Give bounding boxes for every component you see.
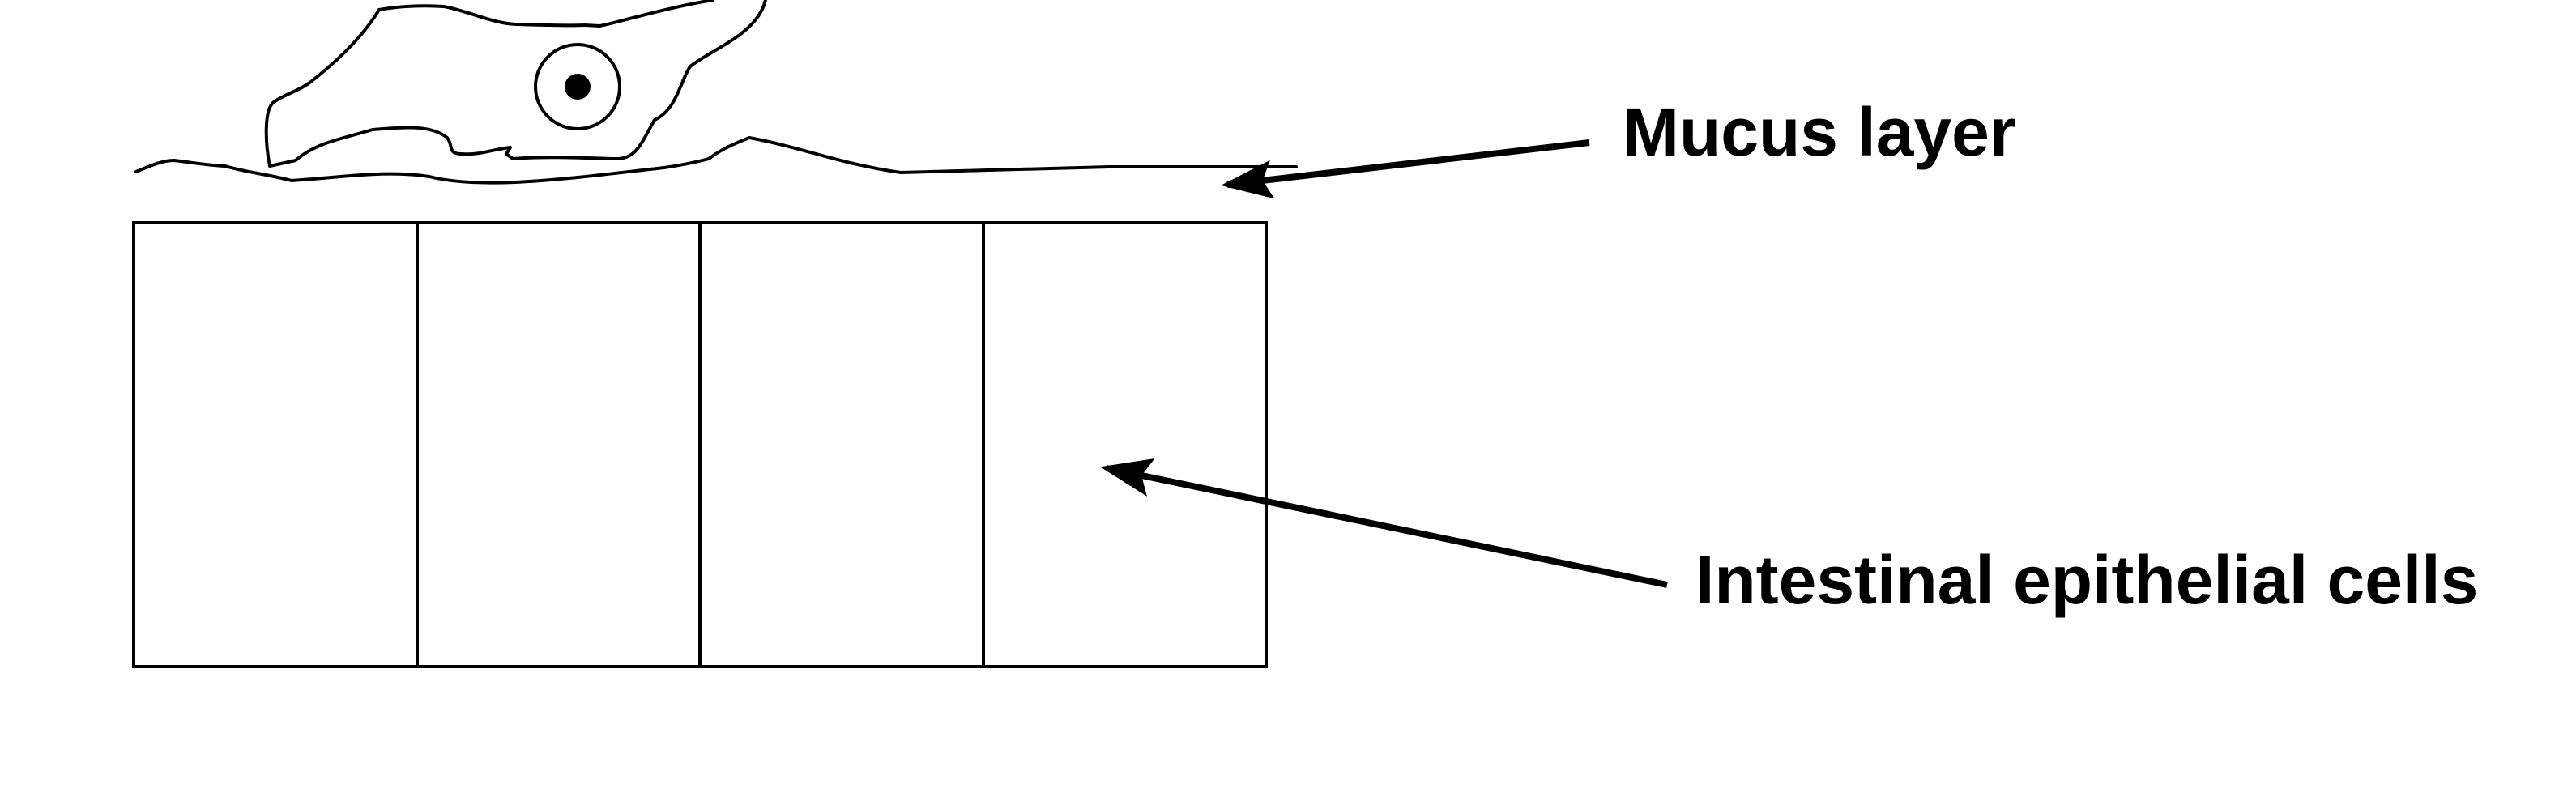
bacterium-shape — [264, 0, 767, 168]
mucus-layer-arrow — [1221, 139, 1590, 199]
nucleus-core — [565, 74, 591, 100]
epithelium-block — [132, 221, 1268, 668]
mucus-layer-label: Mucus layer — [1623, 94, 2016, 170]
mucus-layer-line — [134, 136, 1298, 185]
epithelial-cells-arrow — [1100, 458, 1668, 588]
epithelial-cells-label: Intestinal epithelial cells — [1695, 542, 2478, 618]
nucleus-ring — [534, 43, 621, 130]
